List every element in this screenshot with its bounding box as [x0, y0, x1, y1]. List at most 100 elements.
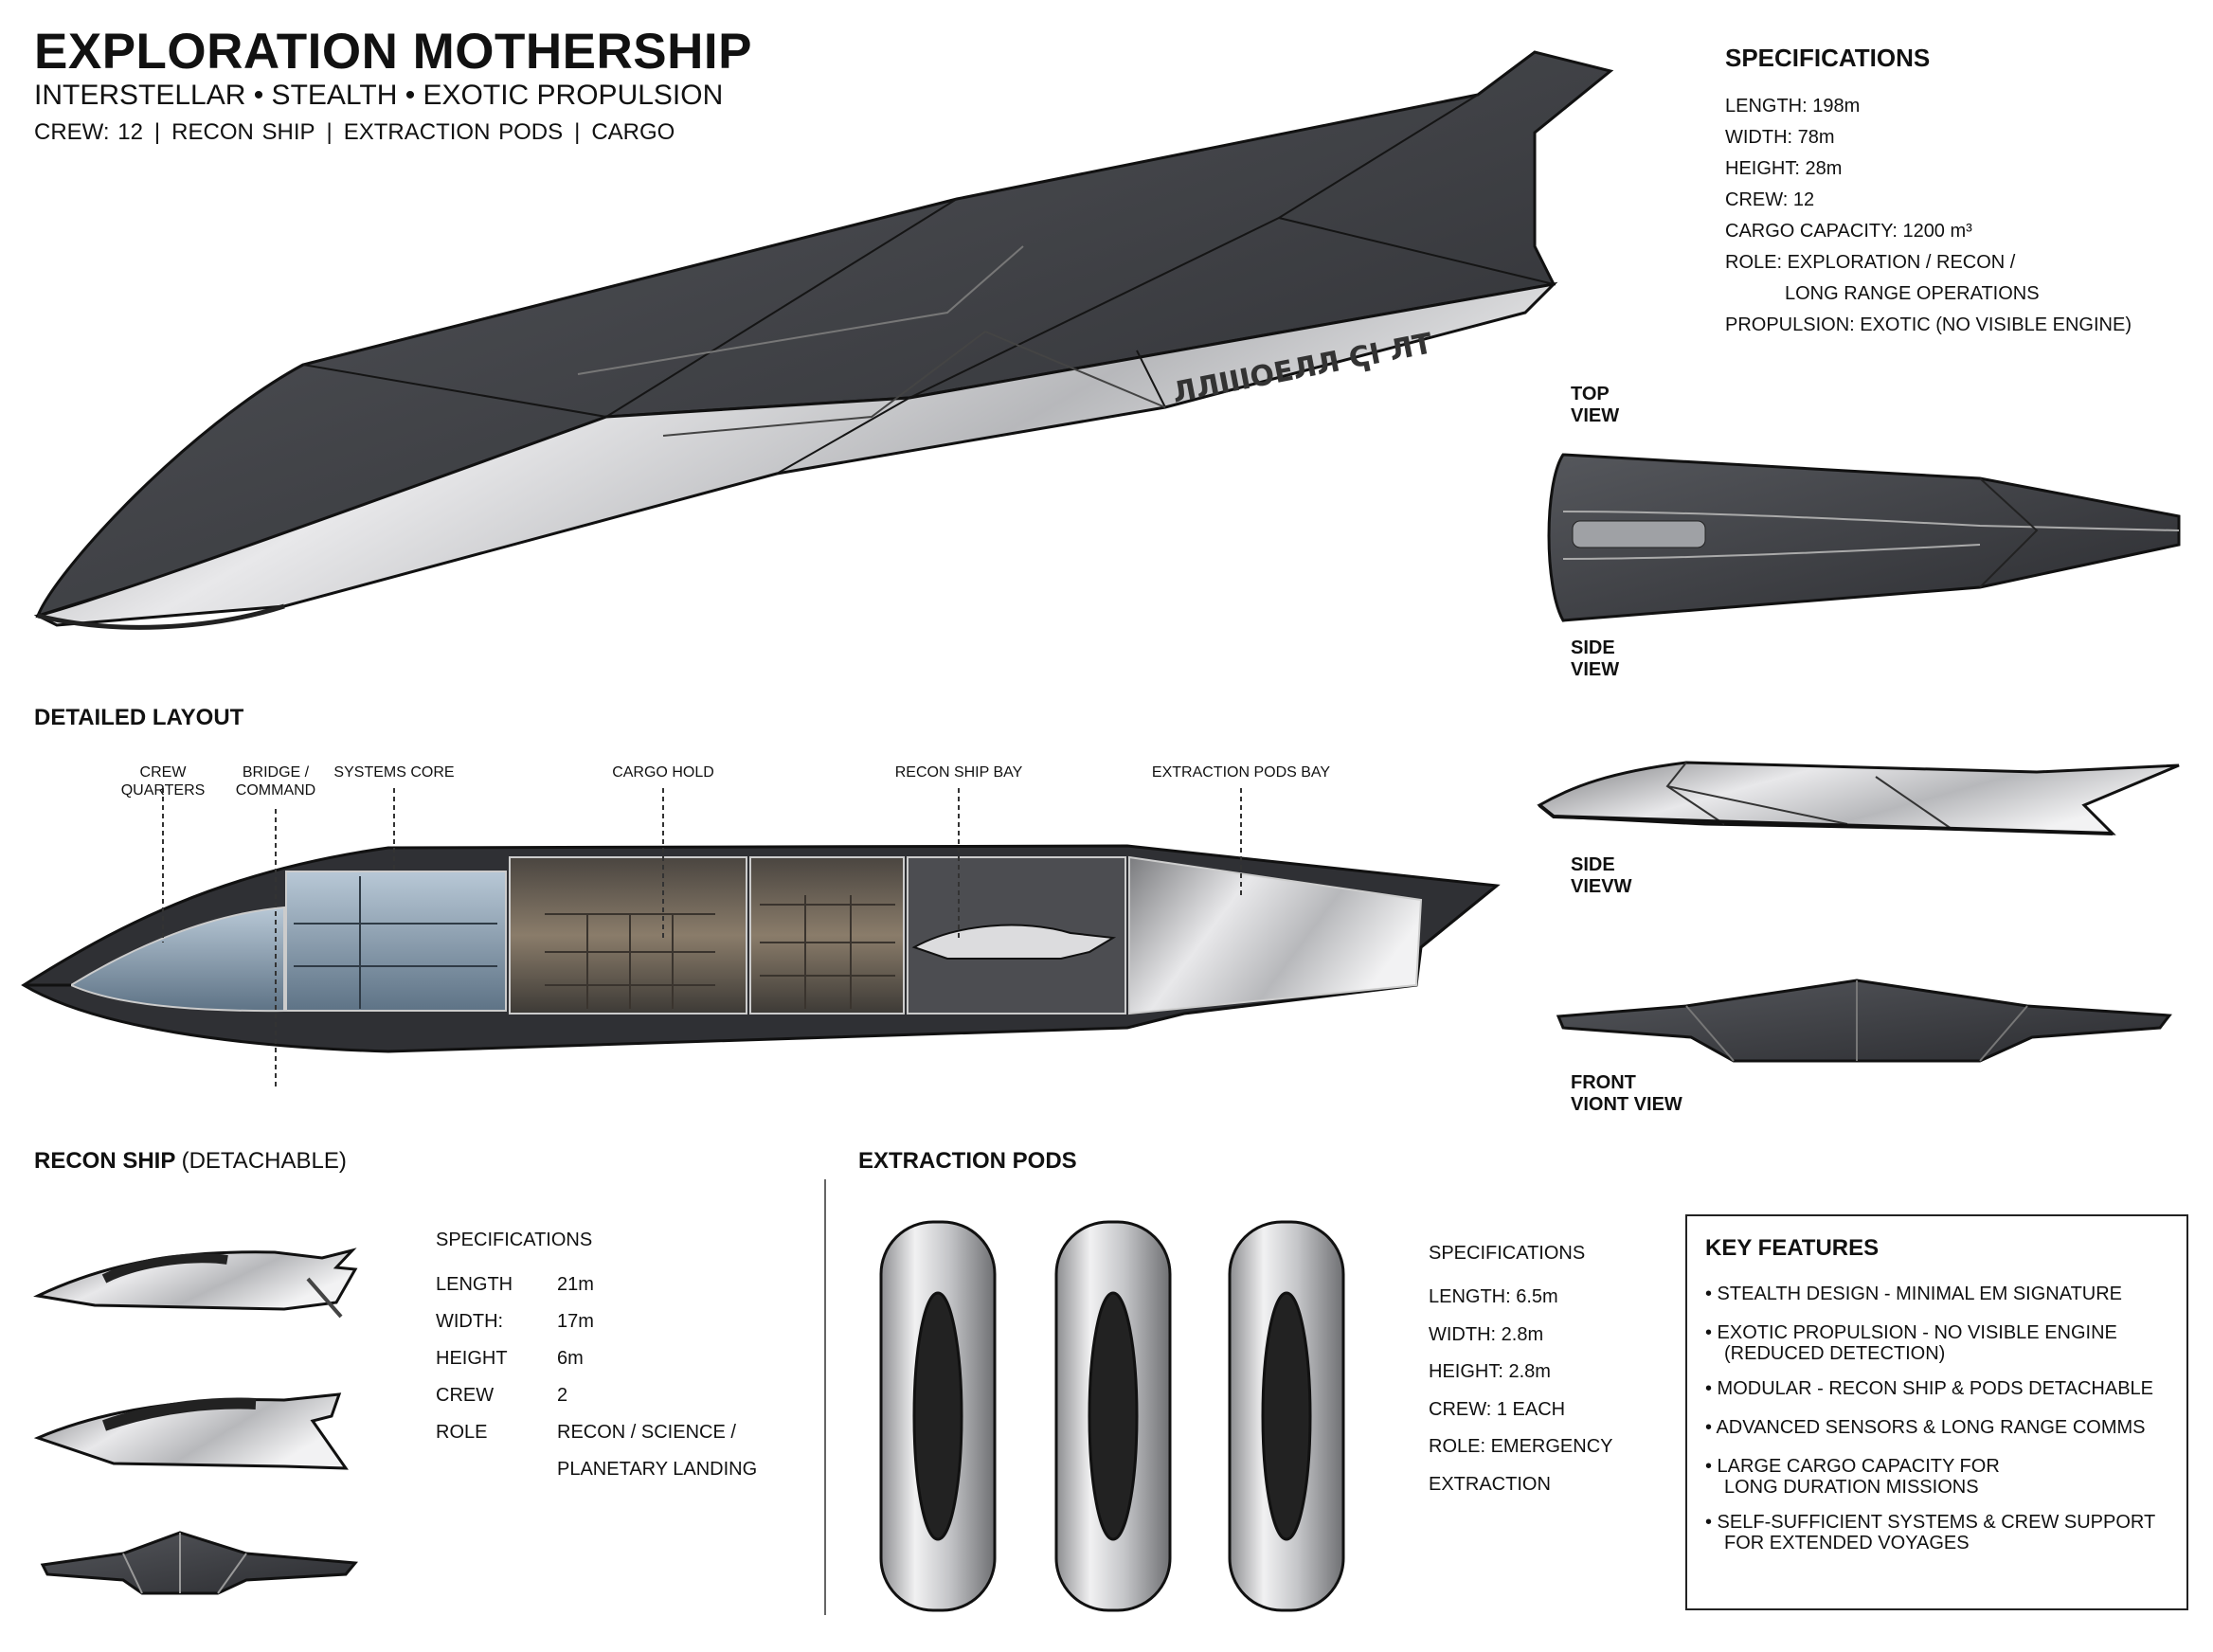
- callout-bridge-command: BRIDGE / COMMAND: [224, 763, 328, 799]
- side-view-label-2: SIDE VIEVW: [1571, 854, 1631, 898]
- spec-line: LONG RANGE OPERATIONS: [1785, 283, 2040, 304]
- spec-line: WIDTH: 2.8m: [1429, 1323, 1544, 1345]
- spec-line: LENGTH: 6.5m: [1429, 1286, 1558, 1307]
- extraction-pod-illustration: [879, 1220, 997, 1612]
- recon-ship-title-text: RECON SHIP: [34, 1148, 175, 1174]
- spec-key: CREW: [436, 1385, 495, 1406]
- spec-line: ROLE: EXPLORATION / RECON /: [1725, 252, 2016, 273]
- crew-item: CARGO: [591, 119, 675, 145]
- view-label-line: VIEW: [1571, 405, 1620, 426]
- key-features-title: KEY FEATURES: [1705, 1235, 1880, 1261]
- specifications-list: LENGTH: 198m WIDTH: 78m HEIGHT: 28m CREW…: [1725, 91, 2132, 341]
- view-label-line: SIDE: [1571, 637, 1615, 658]
- feature-text: • LARGE CARGO CAPACITY FOR: [1705, 1456, 2000, 1477]
- view-label-line: VIEVW: [1571, 876, 1632, 897]
- section-divider: [824, 1179, 826, 1615]
- feature-text: FOR EXTENDED VOYAGES: [1724, 1533, 1970, 1553]
- feature-text: • EXOTIC PROPULSION - NO VISIBLE ENGINE: [1705, 1322, 2117, 1343]
- crew-item: CREW: 12: [34, 119, 143, 145]
- spec-line: CREW: 1 EACH: [1429, 1398, 1566, 1420]
- feature-text: LONG DURATION MISSIONS: [1724, 1477, 1979, 1498]
- list-item: • ADVANCED SENSORS & LONG RANGE COMMS: [1705, 1412, 2179, 1443]
- spec-line: CREW: 12: [1725, 189, 1815, 210]
- extraction-pod-illustration: [1054, 1220, 1172, 1612]
- spec-line: LENGTH: 198m: [1725, 96, 1861, 117]
- feature-text: • MODULAR - RECON SHIP & PODS DETACHABLE: [1705, 1378, 2154, 1399]
- recon-ship-angled-illustration: [33, 1392, 349, 1470]
- separator: |: [153, 119, 161, 145]
- list-item: • STEALTH DESIGN - MINIMAL EM SIGNATURE: [1705, 1279, 2179, 1309]
- crew-item: EXTRACTION PODS: [343, 119, 564, 145]
- callout-text: COMMAND: [235, 782, 316, 799]
- spec-line: HEIGHT: 28m: [1725, 158, 1843, 179]
- table-row: PLANETARY LANDING: [436, 1459, 757, 1496]
- spec-key: HEIGHT: [436, 1348, 508, 1369]
- key-features-list: • STEALTH DESIGN - MINIMAL EM SIGNATURE …: [1705, 1279, 2179, 1563]
- side-view-illustration: [1537, 761, 2180, 835]
- list-item: • MODULAR - RECON SHIP & PODS DETACHABLE: [1705, 1374, 2179, 1404]
- recon-spec-heading: SPECIFICATIONS: [436, 1230, 593, 1250]
- pods-spec-heading: SPECIFICATIONS: [1429, 1243, 1586, 1264]
- table-row: WIDTH: 17m: [436, 1311, 757, 1348]
- front-view-label: FRONT VIONT VIEW: [1571, 1072, 1682, 1116]
- spec-line: HEIGHT: 2.8m: [1429, 1361, 1551, 1382]
- top-view-illustration: [1547, 453, 2181, 622]
- view-label-line: VIEW: [1571, 659, 1620, 680]
- callout-text: RECON SHIP BAY: [894, 764, 1023, 781]
- side-view-label: SIDE VIEW: [1571, 637, 1619, 681]
- page-title: EXPLORATION MOTHERSHIP: [34, 24, 752, 80]
- recon-ship-front-illustration: [40, 1531, 358, 1595]
- callout-text: CARGO HOLD: [612, 764, 714, 781]
- callout-text: SYSTEMS CORE: [333, 764, 455, 781]
- specifications-title: SPECIFICATIONS: [1725, 44, 1931, 72]
- key-features-box: [1685, 1214, 2188, 1610]
- detailed-layout-title: DETAILED LAYOUT: [34, 705, 244, 730]
- callout-text: BRIDGE /: [242, 764, 310, 781]
- spec-line: ROLE: EMERGENCY: [1429, 1436, 1613, 1457]
- callout-cargo-hold: CARGO HOLD: [606, 763, 720, 781]
- callout-extraction-pods-bay: EXTRACTION PODS BAY: [1146, 763, 1336, 781]
- feature-text: • STEALTH DESIGN - MINIMAL EM SIGNATURE: [1705, 1284, 2123, 1304]
- extraction-pod-illustration: [1228, 1220, 1345, 1612]
- top-view-label: TOP VIEW: [1571, 384, 1619, 427]
- spec-key: [436, 1459, 557, 1496]
- table-row: ROLE RECON / SCIENCE /: [436, 1422, 757, 1459]
- spec-line: EXTRACTION: [1429, 1473, 1551, 1495]
- view-label-line: TOP: [1571, 384, 1610, 404]
- spec-value: 6m: [557, 1348, 584, 1369]
- separator: |: [574, 119, 581, 145]
- list-item: • SELF-SUFFICIENT SYSTEMS & CREW SUPPORT…: [1705, 1507, 2179, 1554]
- table-row: HEIGHT 6m: [436, 1348, 757, 1385]
- callout-text: EXTRACTION PODS BAY: [1151, 764, 1331, 781]
- layout-leader-lines: [162, 788, 1242, 1089]
- recon-ship-side-illustration: [33, 1248, 358, 1319]
- view-label-line: SIDE: [1571, 854, 1615, 875]
- view-label-line: VIONT VIEW: [1571, 1094, 1682, 1115]
- page-subtitle: INTERSTELLAR • STEALTH • EXOTIC PROPULSI…: [34, 80, 724, 111]
- list-item: • EXOTIC PROPULSION - NO VISIBLE ENGINE(…: [1705, 1318, 2179, 1365]
- feature-text: • ADVANCED SENSORS & LONG RANGE COMMS: [1705, 1417, 2146, 1438]
- pods-spec-list: LENGTH: 6.5m WIDTH: 2.8m HEIGHT: 2.8m CR…: [1429, 1279, 1612, 1503]
- callout-crew-quarters: CREW QUARTERS: [97, 763, 229, 799]
- crew-item: RECON SHIP: [171, 119, 315, 145]
- spec-value: RECON / SCIENCE /: [557, 1422, 736, 1443]
- spec-line: WIDTH: 78m: [1725, 127, 1835, 148]
- separator: |: [326, 119, 333, 145]
- spec-line: PROPULSION: EXOTIC (NO VISIBLE ENGINE): [1725, 314, 2132, 335]
- recon-ship-title-suffix: (DETACHABLE): [181, 1148, 347, 1174]
- view-label-line: FRONT: [1571, 1072, 1636, 1093]
- layout-cutaway-illustration: [21, 844, 1501, 1053]
- spec-key: ROLE: [436, 1422, 488, 1443]
- spec-key: WIDTH:: [436, 1311, 504, 1332]
- callout-text: CREW QUARTERS: [120, 764, 206, 799]
- front-view-illustration: [1556, 979, 2172, 1063]
- crew-summary: CREW: 12 | RECON SHIP | EXTRACTION PODS | CARG…: [34, 119, 675, 146]
- recon-ship-title: RECON SHIP (DETACHABLE): [34, 1148, 347, 1175]
- feature-text: • SELF-SUFFICIENT SYSTEMS & CREW SUPPORT: [1705, 1512, 2156, 1533]
- spec-value: 21m: [557, 1274, 594, 1295]
- spec-value: 17m: [557, 1311, 594, 1332]
